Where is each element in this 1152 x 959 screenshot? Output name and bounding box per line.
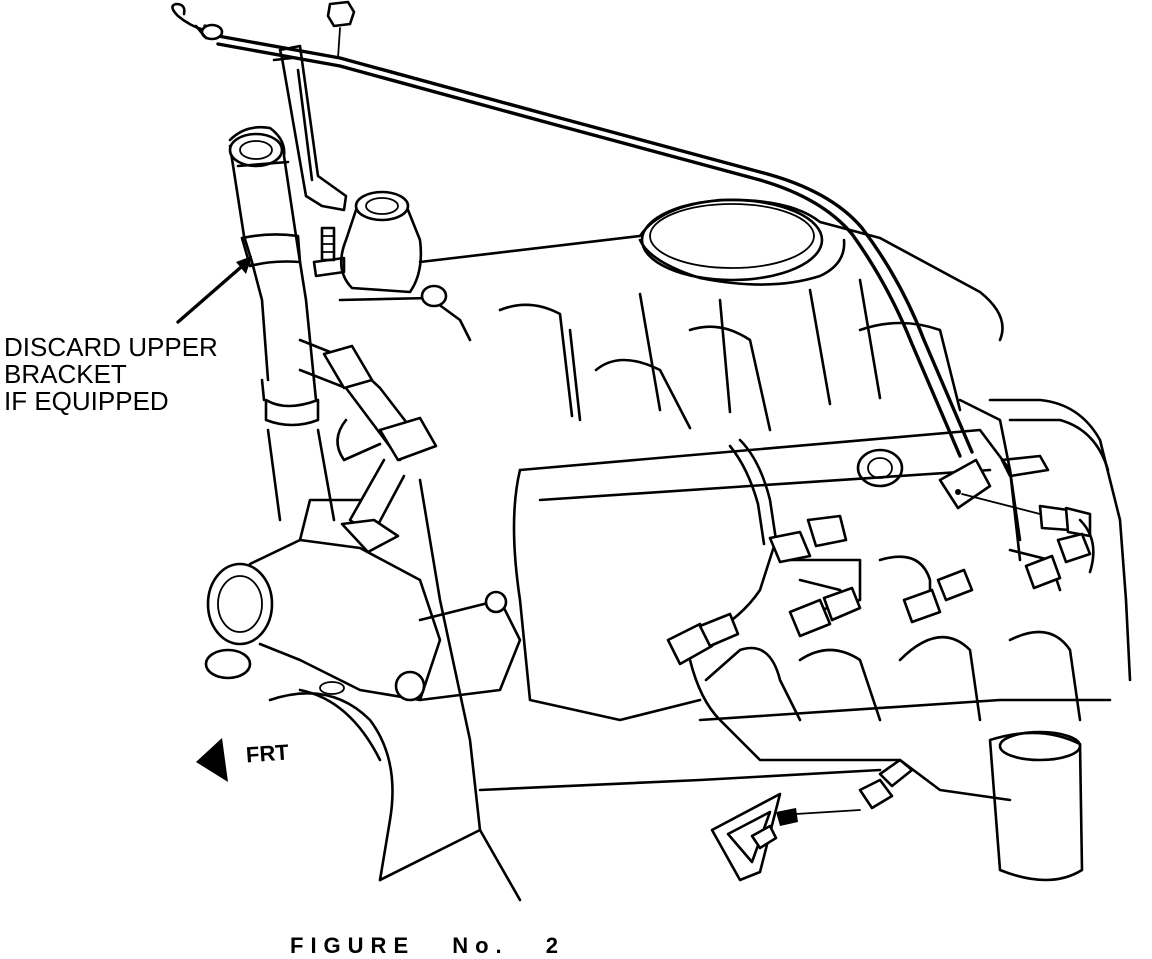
engine-block [378,198,1132,902]
injection-lines [698,398,1095,642]
dipstick-bracket [938,454,1092,538]
thermostat-housing [338,190,472,342]
bell-housing [268,681,394,882]
injector-nozzles [666,532,1092,666]
callout-line-1: DISCARD UPPER [4,332,218,362]
callout-line-3: IF EQUIPPED [4,386,169,416]
glow-plug-callout [710,758,914,882]
callout-line-2: BRACKET [4,359,127,389]
callout-arrow [176,256,252,324]
exhaust-manifold [688,630,1112,882]
figure-caption: FIGURE No. 2 [290,933,566,958]
front-direction-label: FRT [245,739,290,768]
front-arrow-icon [196,738,228,782]
dipstick-tube [171,2,974,458]
water-pump [204,498,522,702]
air-tube [228,125,336,522]
front-hoses [298,338,438,554]
upper-bracket [272,0,356,278]
callout-text: DISCARD UPPER BRACKET IF EQUIPPED [4,334,218,415]
